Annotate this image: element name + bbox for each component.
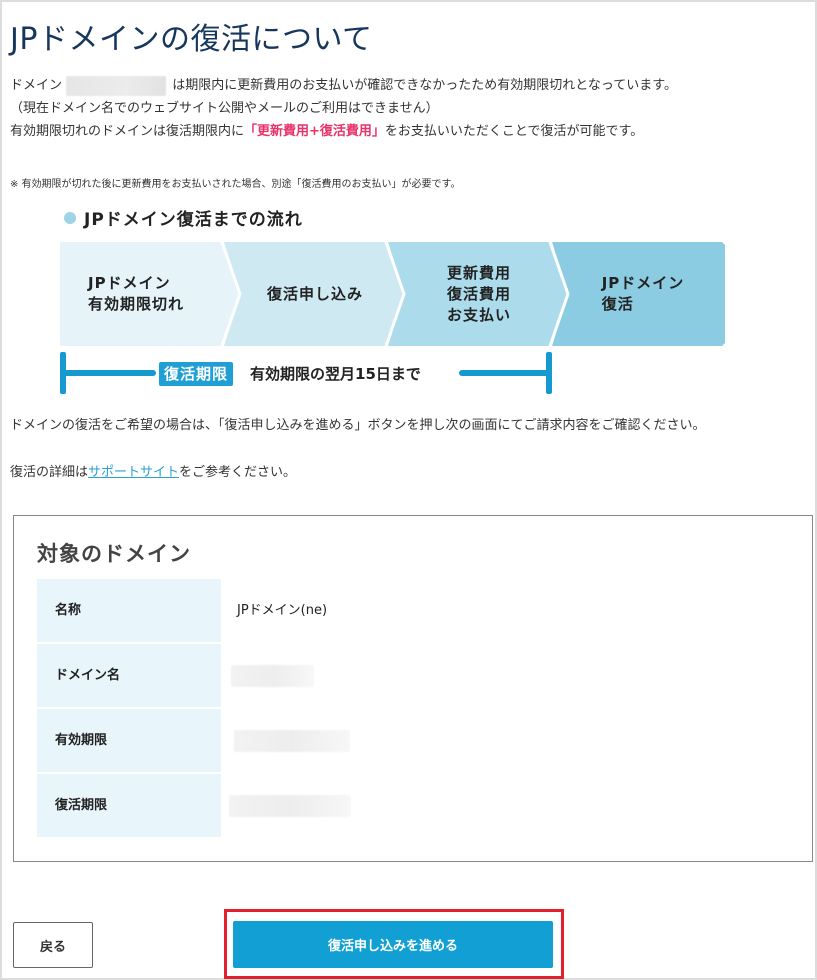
flow-step-1: JPドメイン有効期限切れ <box>88 242 218 346</box>
intro-line-1: ドメイン は期限内に更新費用のお支払いが確認できなかったため有効期限切れとなって… <box>10 74 677 97</box>
target-domain-title: 対象のドメイン <box>37 542 191 566</box>
restoration-flow-diagram: JPドメイン有効期限切れ 復活申し込み 更新費用復活費用お支払い JPドメイン復… <box>60 242 725 346</box>
intro-text: ドメイン は期限内に更新費用のお支払いが確認できなかったため有効期限切れとなって… <box>10 74 677 143</box>
flow-step-4: JPドメイン復活 <box>568 242 718 346</box>
redacted-restore-deadline-value <box>229 795 351 817</box>
payment-note: ※ 有効期限が切れた後に更新費用をお支払いされた場合、別途「復活費用のお支払い」… <box>10 179 461 190</box>
step-3-shape <box>388 242 568 346</box>
step-3-line-3: お支払い <box>446 305 511 324</box>
table-row: 有効期限 <box>37 709 737 774</box>
restoration-deadline-bar: 復活期限 有効期限の翌月15日まで <box>60 352 554 394</box>
table-row: 復活期限 <box>37 774 737 839</box>
redacted-expiry-value <box>234 730 350 752</box>
back-button[interactable]: 戻る <box>13 922 93 968</box>
domain-info-table: 名称 JPドメイン(ne) ドメイン名 有効期限 復活期限 <box>37 579 737 839</box>
step-3-line-1: 更新費用 <box>446 263 511 282</box>
intro-line-1-suffix: は期限内に更新費用のお支払いが確認できなかったため有効期限切れとなっています。 <box>172 78 677 93</box>
step-3-line-2: 復活費用 <box>446 284 511 303</box>
table-row: 名称 JPドメイン(ne) <box>37 579 737 644</box>
deadline-line-left <box>62 370 156 376</box>
step-1-shape <box>60 242 240 346</box>
deadline-line-right <box>459 370 551 376</box>
step-1-line-1: JPドメイン <box>88 274 171 292</box>
target-domain-panel: 対象のドメイン 名称 JPドメイン(ne) ドメイン名 有効期限 復活期限 <box>13 515 813 862</box>
redacted-domain-name <box>66 75 167 96</box>
fee-highlight: 「更新費用+復活費用」 <box>244 124 385 139</box>
intro-line-3-suffix: をお支払いいただくことで復活が可能です。 <box>384 124 644 139</box>
step-4-line-1: JPドメイン <box>601 274 685 292</box>
step-1-line-2: 有効期限切れ <box>88 295 185 313</box>
step-2-shape <box>224 242 404 346</box>
flow-chevrons-graphic <box>60 242 725 346</box>
support-site-link[interactable]: サポートサイト <box>88 465 180 480</box>
intro-line-3-prefix: 有効期限切れのドメインは復活期限内に <box>10 124 245 139</box>
proceed-instruction: ドメインの復活をご希望の場合は、「復活申し込みを進める」ボタンを押し次の画面にて… <box>10 418 706 433</box>
deadline-badge: 復活期限 <box>159 362 234 386</box>
support-suffix: をご参考ください。 <box>179 465 297 480</box>
support-prefix: 復活の詳細は <box>10 465 89 480</box>
flow-heading-text: JPドメイン復活までの流れ <box>84 210 303 230</box>
deadline-end-cap <box>546 352 552 394</box>
table-row: ドメイン名 <box>37 644 737 709</box>
page-title: JPドメインの復活について <box>10 22 373 57</box>
flow-step-3: 更新費用復活費用お支払い <box>404 242 554 346</box>
intro-line-3: 有効期限切れのドメインは復活期限内に「更新費用+復活費用」をお支払いいただくこと… <box>10 120 677 143</box>
proceed-restore-button[interactable]: 復活申し込みを進める <box>233 921 553 968</box>
row-value-name: JPドメイン(ne) <box>237 603 328 618</box>
bullet-dot-icon <box>64 211 76 224</box>
support-line: 復活の詳細はサポートサイトをご参考ください。 <box>10 461 296 480</box>
intro-line-1-prefix: ドメイン <box>10 78 63 93</box>
redacted-domain-value <box>231 665 314 687</box>
flow-step-2: 復活申し込み <box>240 242 390 346</box>
flow-heading: JPドメイン復活までの流れ <box>64 205 303 230</box>
step-4-line-2: 復活 <box>601 295 634 313</box>
step-2-line-1: 復活申し込み <box>266 284 363 303</box>
row-label-domain-name: ドメイン名 <box>37 644 221 708</box>
focus-highlight-frame <box>224 909 564 979</box>
intro-line-2: （現在ドメイン名でのウェブサイト公開やメールのご利用はできません） <box>10 101 439 116</box>
step-4-shape <box>552 242 725 346</box>
row-label-expiry: 有効期限 <box>37 709 221 773</box>
deadline-text: 有効期限の翌月15日まで <box>250 365 421 383</box>
row-label-restore-deadline: 復活期限 <box>37 774 221 838</box>
row-label-name: 名称 <box>37 579 221 643</box>
